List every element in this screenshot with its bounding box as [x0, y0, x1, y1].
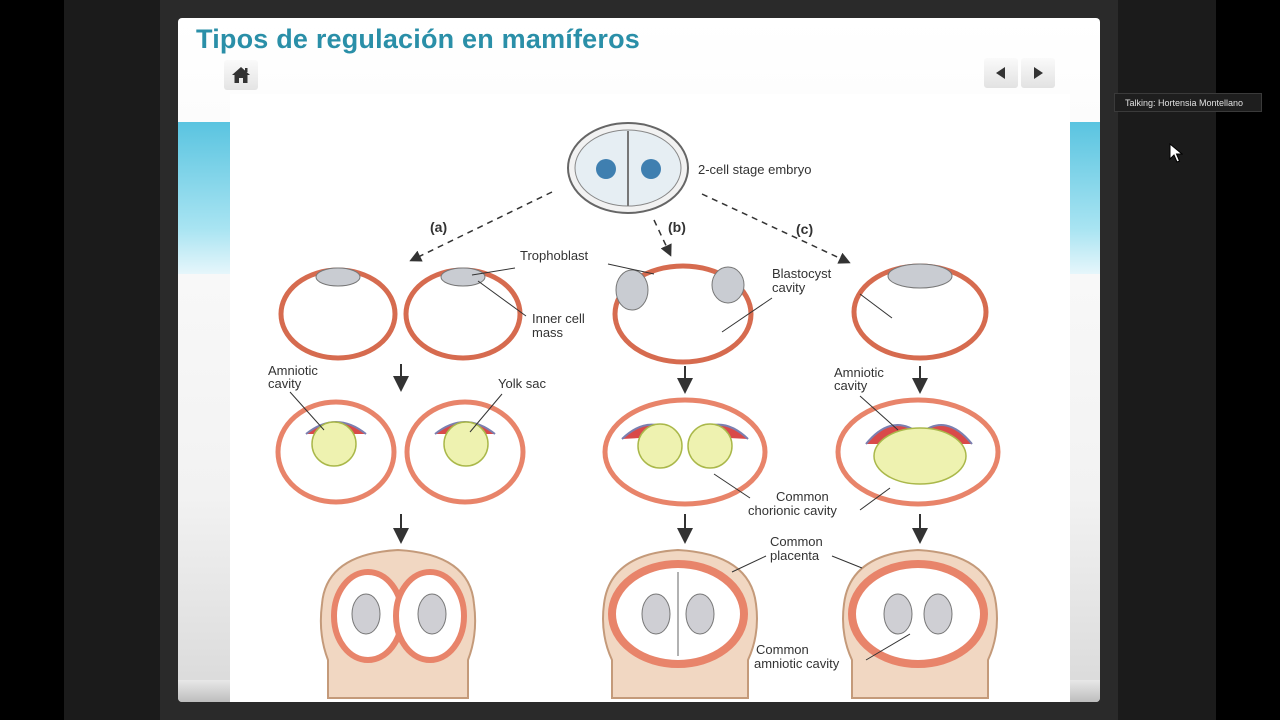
label-common-amniotic-2: amniotic cavity	[754, 656, 840, 671]
label-placenta-1: Common	[770, 534, 823, 549]
label-blastocyst-2: cavity	[772, 280, 806, 295]
label-two-cell-embryo: 2-cell stage embryo	[698, 162, 811, 177]
label-yolk-sac: Yolk sac	[498, 376, 546, 391]
blastocyst-b	[612, 263, 754, 365]
label-blastocyst-1: Blastocyst	[772, 266, 832, 281]
home-button[interactable]	[224, 60, 258, 90]
embryo-a2-stage2	[404, 399, 526, 505]
label-amniotic-c-1: Amniotic	[834, 365, 884, 380]
uterus-c	[842, 548, 998, 699]
twinning-diagram: 2-cell stage embryo (a) (b) (c)	[268, 122, 1001, 699]
slide-accent-band-right	[1068, 122, 1100, 274]
embryo-b-stage2	[602, 397, 768, 507]
label-amniotic-c-2: cavity	[834, 378, 868, 393]
slide: Tipos de regulación en mamíferos	[178, 18, 1100, 702]
talking-indicator: Talking: Hortensia Montellano	[1114, 93, 1262, 112]
uterus-b	[602, 548, 758, 699]
label-chorionic-1: Common	[776, 489, 829, 504]
slide-accent-band-left	[178, 122, 238, 274]
branch-a-arrow	[409, 191, 553, 262]
label-branch-c: (c)	[796, 221, 813, 237]
embryo-c-stage2	[835, 397, 1001, 507]
twinning-diagram-image: 2-cell stage embryo (a) (b) (c)	[230, 94, 1070, 702]
label-branch-a: (a)	[430, 219, 447, 235]
label-placenta-2: placenta	[770, 548, 820, 563]
label-trophoblast: Trophoblast	[520, 248, 589, 263]
previous-slide-button[interactable]	[984, 58, 1018, 88]
label-amniotic-a-1: Amniotic	[268, 363, 318, 378]
left-letterbox	[64, 0, 160, 720]
label-amniotic-a-2: cavity	[268, 376, 302, 391]
embryo-a1-stage2	[275, 399, 397, 505]
label-chorionic-2: chorionic cavity	[748, 503, 837, 518]
uterus-a	[319, 548, 477, 699]
blastocyst-a1	[278, 267, 398, 361]
label-common-amniotic-1: Common	[756, 642, 809, 657]
mouse-pointer-icon	[1169, 143, 1183, 163]
blastocyst-c	[851, 263, 989, 361]
next-slide-button[interactable]	[1021, 58, 1055, 88]
right-letterbox	[1118, 0, 1216, 720]
blastocyst-a2	[403, 267, 523, 361]
triangle-right-icon	[1034, 67, 1043, 79]
slide-title: Tipos de regulación en mamíferos	[196, 24, 641, 54]
label-branch-b: (b)	[668, 219, 686, 235]
label-inner-cell-1: Inner cell	[532, 311, 585, 326]
home-icon	[232, 67, 250, 83]
label-inner-cell-2: mass	[532, 325, 564, 340]
branch-c-arrow	[701, 193, 851, 264]
two-cell-embryo	[567, 122, 689, 214]
triangle-left-icon	[996, 67, 1005, 79]
